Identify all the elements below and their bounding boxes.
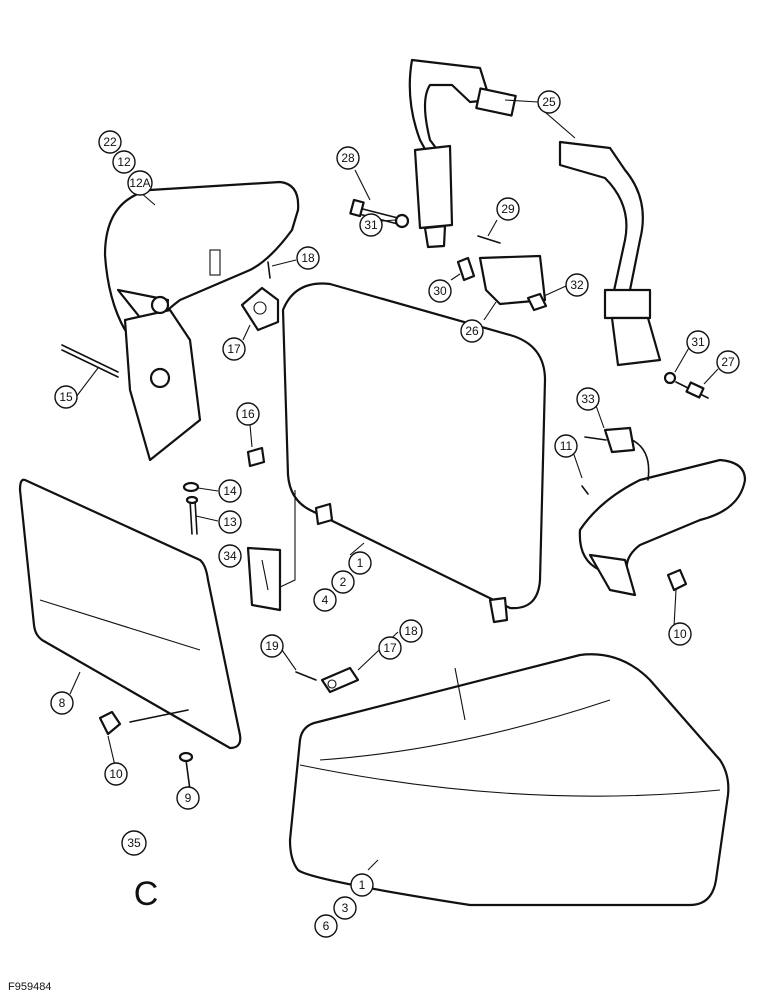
callout-25: 25 (537, 90, 561, 114)
svg-text:12: 12 (117, 155, 131, 169)
retainer-clip-35: C (134, 875, 159, 913)
svg-text:27: 27 (721, 355, 735, 369)
seat-belt-left-strap (408, 58, 517, 249)
callout-18: 17 (222, 337, 246, 361)
svg-text:35: 35 (127, 836, 141, 850)
callout-15: 14 (218, 479, 242, 503)
seat-back (277, 282, 547, 624)
callout-6: 6 (314, 914, 338, 938)
callout-28: 28 (336, 146, 360, 170)
svg-text:16: 16 (241, 407, 255, 421)
callout-26: 26 (460, 319, 484, 343)
callout-31-right: 31 (686, 330, 710, 354)
callout-4: 4 (313, 588, 337, 612)
callout-8: 8 (50, 691, 74, 715)
pivot-20 (295, 666, 360, 694)
svg-text:31: 31 (691, 335, 705, 349)
svg-text:8: 8 (59, 696, 66, 710)
svg-text:29: 29 (501, 202, 515, 216)
svg-text:12A: 12A (129, 176, 150, 190)
callout-13: 22 (98, 130, 122, 154)
svg-text:14: 14 (223, 484, 237, 498)
svg-text:2: 2 (340, 575, 347, 589)
callout-1-cushion: 1 (350, 873, 374, 897)
callout-3: 3 (333, 896, 357, 920)
svg-text:4: 4 (322, 593, 329, 607)
callout-10-right: 10 (668, 622, 692, 646)
svg-text:13: 13 (223, 515, 237, 529)
svg-text:28: 28 (341, 151, 355, 165)
svg-text:19: 19 (265, 639, 279, 653)
hinge-bracket-34 (246, 546, 282, 612)
svg-text:31: 31 (364, 218, 378, 232)
callout-20: 17 (378, 636, 402, 660)
svg-text:22: 22 (103, 135, 117, 149)
callout-33: 33 (576, 387, 600, 411)
callout-34: 34 (218, 544, 242, 568)
svg-text:10: 10 (109, 767, 123, 781)
callout-10-left: 10 (104, 762, 128, 786)
right-armrest (578, 426, 747, 597)
svg-text:33: 33 (581, 392, 595, 406)
seat-belt-right-strap (558, 140, 662, 367)
svg-text:9: 9 (185, 791, 192, 805)
svg-text:10: 10 (673, 627, 687, 641)
svg-text:15: 15 (59, 390, 73, 404)
callout-29: 29 (496, 197, 520, 221)
svg-text:17: 17 (383, 641, 397, 655)
bracket-hardware (456, 235, 548, 312)
callout-1-back: 1 (348, 551, 372, 575)
svg-text:32: 32 (570, 278, 584, 292)
left-arm-bracket (61, 295, 202, 462)
seat-cushion (288, 653, 730, 907)
callout-19: 18 (296, 246, 320, 270)
fastener-right (666, 568, 688, 592)
figure-id: F959484 (8, 981, 51, 993)
callout-30: 30 (428, 279, 452, 303)
svg-text:1: 1 (359, 878, 366, 892)
svg-text:18: 18 (301, 251, 315, 265)
callout-27: 27 (716, 350, 740, 374)
callout-14: 13 (218, 510, 242, 534)
callout-17: 16 (236, 402, 260, 426)
bolt-27 (663, 371, 709, 399)
svg-text:11: 11 (560, 439, 573, 453)
svg-text:3: 3 (342, 901, 349, 915)
svg-text:30: 30 (433, 284, 447, 298)
small-hardware (182, 446, 266, 535)
svg-text:34: 34 (223, 549, 237, 563)
callout-11: 11 (554, 434, 578, 458)
callout-35: 35 (121, 830, 147, 856)
callout-9: 9 (176, 786, 200, 810)
callout-32: 32 (565, 273, 589, 297)
callout-22: 19 (260, 634, 284, 658)
pivot-knob-18 (240, 261, 280, 332)
svg-text:18: 18 (404, 624, 418, 638)
callout-2: 2 (331, 570, 355, 594)
svg-text:17: 17 (227, 342, 241, 356)
seat-back-panel-8 (18, 478, 242, 750)
svg-text:26: 26 (465, 324, 479, 338)
svg-text:6: 6 (323, 919, 330, 933)
svg-text:1: 1 (357, 556, 364, 570)
callout-16: 15 (54, 385, 78, 409)
fastener-left (98, 710, 194, 791)
svg-text:25: 25 (542, 95, 556, 109)
callout-12: 12 (112, 150, 136, 174)
callout-12a: 12A (127, 170, 153, 196)
callout-21: 18 (399, 619, 423, 643)
bolt-28 (349, 198, 410, 229)
callout-31-left: 31 (359, 213, 383, 237)
